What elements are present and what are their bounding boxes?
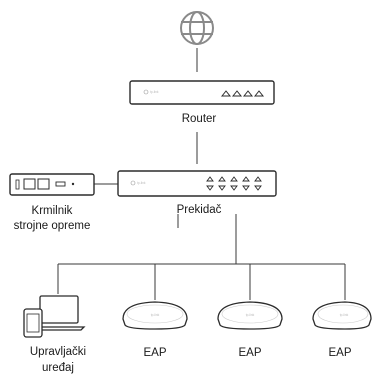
management-label-line1: Upravljački	[30, 346, 86, 358]
router-label: Router	[182, 113, 217, 125]
switch-icon	[117, 170, 277, 197]
eap-device-2: tp-link EAP	[217, 301, 283, 359]
eap-device-1: tp-link EAP	[122, 301, 188, 359]
switch-label: Prekidač	[177, 204, 222, 216]
hardware-controller-device: Krmilnik strojne opreme	[9, 173, 95, 232]
globe-icon	[180, 11, 214, 45]
controller-label-line2: strojne opreme	[14, 220, 91, 232]
router-brand: tp-link	[150, 90, 159, 94]
switch-brand: tp-link	[137, 181, 146, 185]
eap-device-3: tp-link EAP	[312, 301, 372, 359]
hardware-controller-icon	[9, 173, 95, 196]
eap-2-label: EAP	[238, 347, 261, 359]
router-icon	[129, 80, 275, 105]
controller-label-line1: Krmilnik	[32, 205, 73, 217]
switch-device: tp-link Prekidač	[117, 170, 277, 216]
access-point-icon	[217, 301, 283, 330]
management-label-line2: uređaj	[42, 362, 74, 374]
eap-3-brand: tp-link	[340, 313, 349, 317]
laptop-phone-icon	[23, 295, 86, 338]
eap-1-brand: tp-link	[151, 313, 160, 317]
access-point-icon	[312, 301, 372, 330]
access-point-icon	[122, 301, 188, 330]
eap-3-label: EAP	[328, 347, 351, 359]
router-device: tp-link Router	[129, 80, 275, 125]
eap-1-label: EAP	[143, 347, 166, 359]
connection-lines	[57, 48, 346, 300]
management-device: Upravljački uređaj	[23, 295, 86, 374]
eap-2-brand: tp-link	[246, 313, 255, 317]
